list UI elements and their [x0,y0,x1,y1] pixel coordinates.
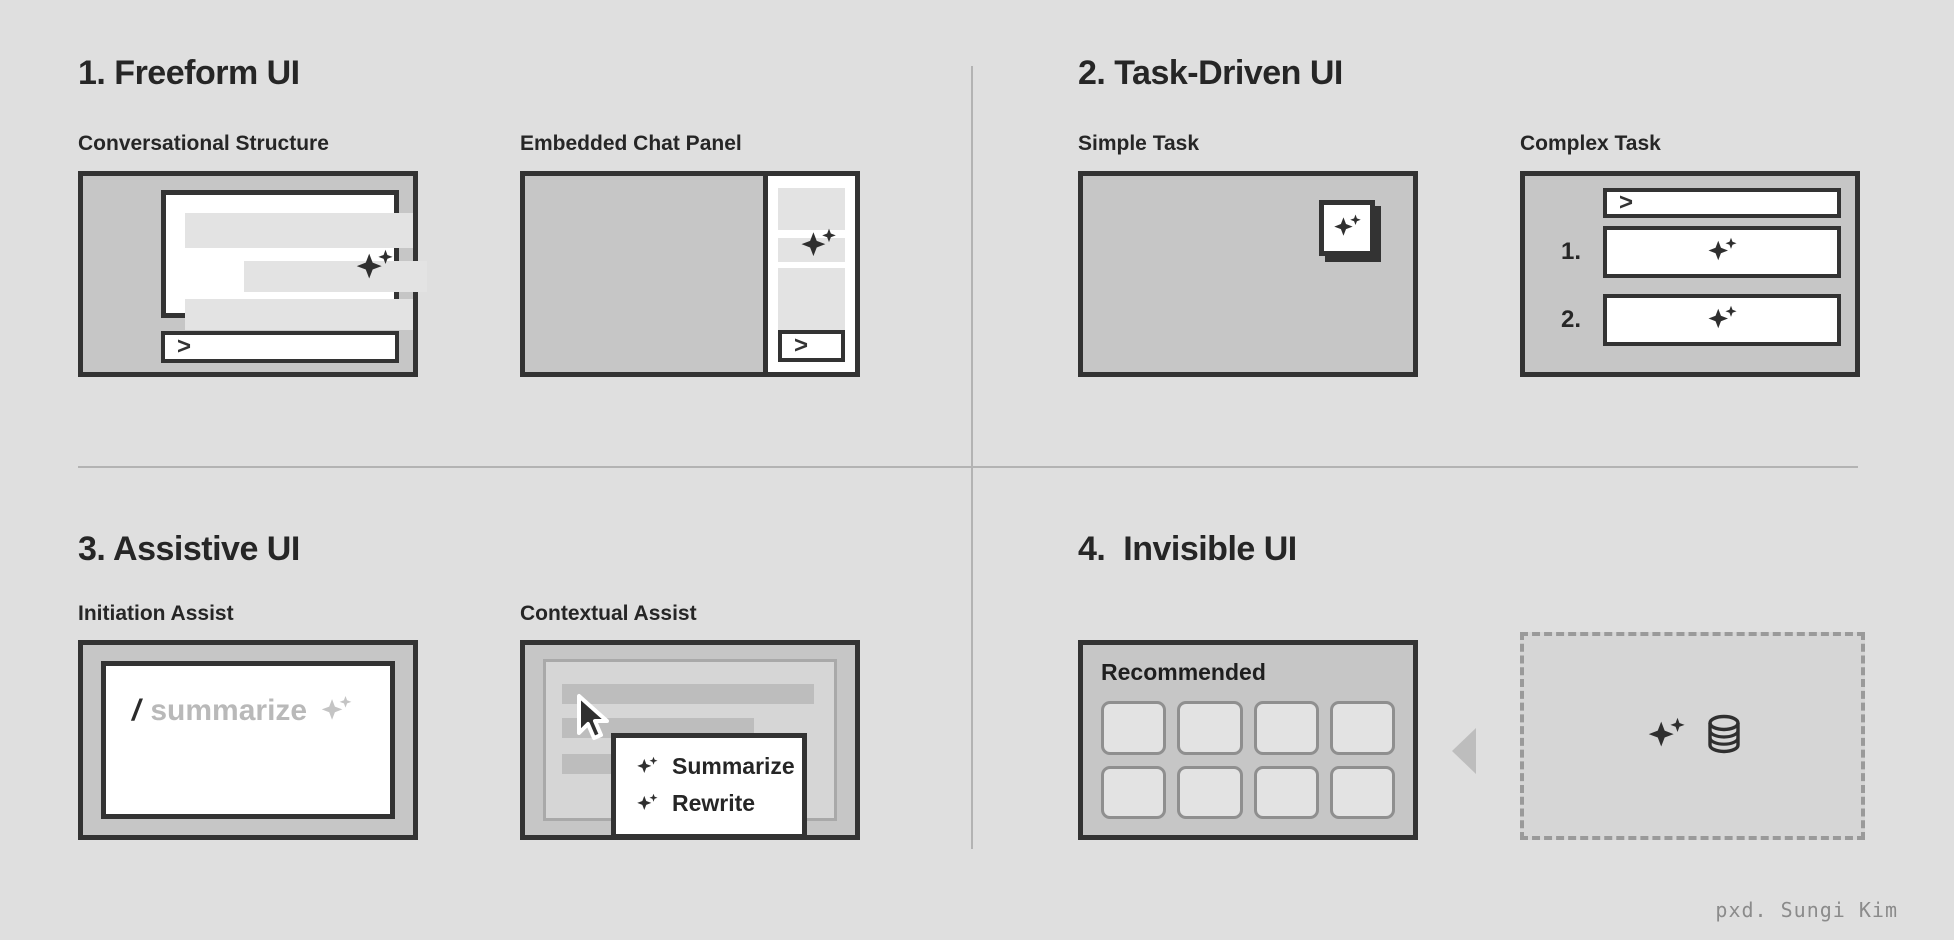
panel-label-initiation-assist: Initiation Assist [78,602,234,625]
triangle-left-icon [1452,728,1476,774]
mock-embedded-chat-panel: > [520,171,860,377]
panel-label-simple-task: Simple Task [1078,132,1199,155]
step-number: 1. [1561,238,1582,265]
mock-conversational-structure: > [78,171,427,377]
mock-simple-task [1078,171,1418,377]
chat-side-panel: > [763,176,855,372]
menu-item-label: Rewrite [672,790,756,816]
mock-initiation-assist: / summarize [78,640,418,840]
menu-item-summarize[interactable]: Summarize [616,748,802,785]
database-icon [1705,713,1743,760]
mock-contextual-assist: Summarize Rewrite [520,640,860,840]
cursor-arrow-icon [573,693,615,748]
host-app-area [525,176,763,372]
sparkle-icon [317,692,355,730]
slash-command-text: summarize [150,694,308,727]
step-number: 2. [1561,306,1582,333]
section-assistive: 3. Assistive UI [78,530,300,569]
recommendation-card[interactable] [1253,765,1319,819]
message-bar [185,213,413,248]
menu-item-label: Summarize [672,753,795,779]
sparkle-icon [796,224,840,268]
message-bar [185,299,413,330]
section-freeform: 1. Freeform UI [78,54,300,93]
section-title-invisible: 4. Invisible UI [1078,530,1297,568]
section-title-assistive: 3. Assistive UI [78,530,300,568]
sparkle-icon [1330,211,1364,245]
panel-label-conversational: Conversational Structure [78,132,329,155]
recommendation-card[interactable] [1253,701,1319,755]
ai-action-button[interactable] [1319,200,1375,256]
section-title-freeform: 1. Freeform UI [78,54,300,92]
panel-label-complex-task: Complex Task [1520,132,1661,155]
message-bar [778,268,845,330]
slash-command-line: / summarize [132,692,390,730]
step-card[interactable] [1603,226,1841,278]
message-bar [244,261,427,292]
sparkle-icon [1643,713,1689,759]
mock-complex-task: > 1. 2. [1520,171,1860,377]
prompt-caret: > [177,333,192,360]
horizontal-divider [78,466,1858,468]
sparkle-icon [351,245,397,291]
recommendation-card[interactable] [1177,765,1243,819]
section-invisible: 4. Invisible UI [1078,530,1297,569]
recommendation-card[interactable] [1177,701,1243,755]
recommendation-card[interactable] [1329,765,1395,819]
prompt-input[interactable]: > [778,330,845,362]
recommendation-card[interactable] [1101,701,1167,755]
sparkle-icon [634,754,660,780]
text-line [562,684,814,704]
menu-item-rewrite[interactable]: Rewrite [616,785,802,822]
vertical-divider [971,66,973,849]
chat-window [161,190,427,330]
section-title-task-driven: 2. Task-Driven UI [1078,54,1343,92]
credit-text: pxd. Sungi Kim [1715,898,1898,922]
recommendation-grid [1101,701,1395,819]
panel-label-embedded: Embedded Chat Panel [520,132,742,155]
prompt-caret: > [1619,189,1634,216]
message-bar [778,188,845,230]
recommendation-card[interactable] [1101,765,1167,819]
sparkle-icon [1704,234,1740,270]
recommended-heading: Recommended [1101,659,1266,685]
slash-character: / [132,694,141,727]
prompt-input[interactable]: > [161,331,399,363]
step-card[interactable] [1603,294,1841,346]
prompt-input[interactable]: > [1603,188,1841,218]
context-menu: Summarize Rewrite [611,733,807,839]
section-task-driven: 2. Task-Driven UI [1078,54,1343,93]
sparkle-icon [1704,302,1740,338]
editor-surface[interactable]: / summarize [101,661,395,819]
sparkle-icon [634,791,660,817]
mock-invisible-datasource [1520,632,1865,840]
panel-label-contextual-assist: Contextual Assist [520,602,697,625]
recommendation-card[interactable] [1329,701,1395,755]
prompt-caret: > [794,332,809,359]
mock-recommended-panel: Recommended [1078,640,1418,840]
